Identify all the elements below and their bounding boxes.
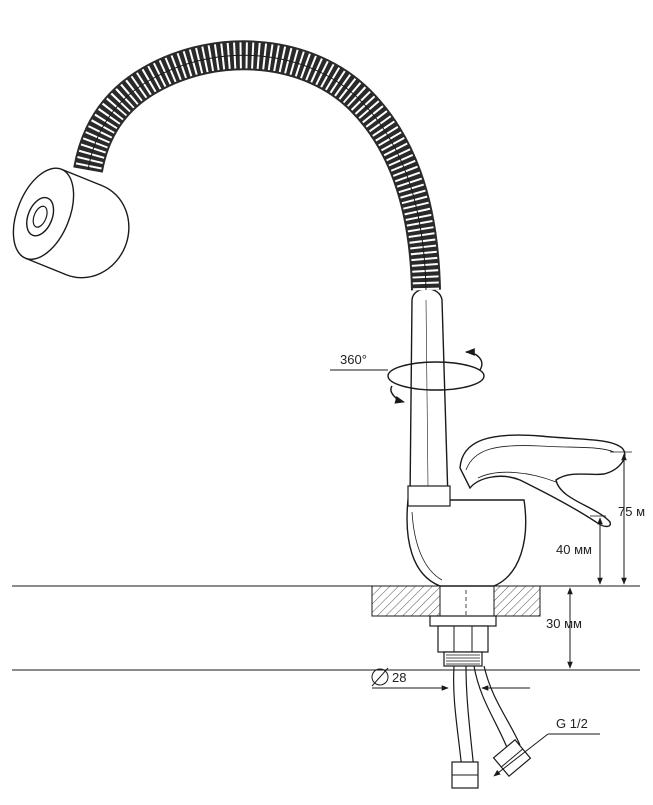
fitting-line (500, 748, 524, 768)
flexible-hose-fill (73, 40, 441, 291)
mount-thread-lines (446, 654, 480, 665)
countertop-section-left (371, 585, 441, 617)
lever-detail (465, 445, 615, 471)
mount-thread (443, 651, 483, 667)
countertop-section-right (493, 585, 541, 617)
diameter-icon (371, 668, 389, 686)
spout-line (425, 299, 429, 487)
mount-nut (437, 625, 489, 653)
spray-head-edge (25, 257, 67, 276)
body-highlight (411, 511, 443, 581)
dim-28-label: 28 (392, 670, 406, 685)
rotation-arrow-left (390, 385, 405, 404)
inlet-hose-right (473, 665, 521, 751)
faucet-body (406, 499, 527, 587)
spout-tube (409, 288, 449, 501)
thread-label: G 1/2 (556, 716, 588, 731)
inlet-hose-left (453, 665, 475, 771)
lever-detail-2 (477, 471, 557, 483)
flexible-hose-edge (87, 54, 427, 291)
spray-head-edge (61, 168, 103, 187)
spout-collar (407, 485, 451, 507)
diameter-icon-slash (371, 667, 389, 687)
dim-30-label: 30 мм (546, 616, 582, 631)
lever-handle (459, 434, 626, 528)
rotation-label: 360° (340, 352, 367, 367)
dim-75-label: 75 м (618, 504, 645, 519)
dim-40-label: 40 мм (556, 542, 592, 557)
thread-leader-diag (493, 733, 549, 777)
rotation-arrow-right (465, 348, 483, 371)
rotation-ellipse (387, 361, 485, 391)
spray-nozzle-inner (32, 205, 48, 228)
mount-washer (429, 615, 497, 627)
